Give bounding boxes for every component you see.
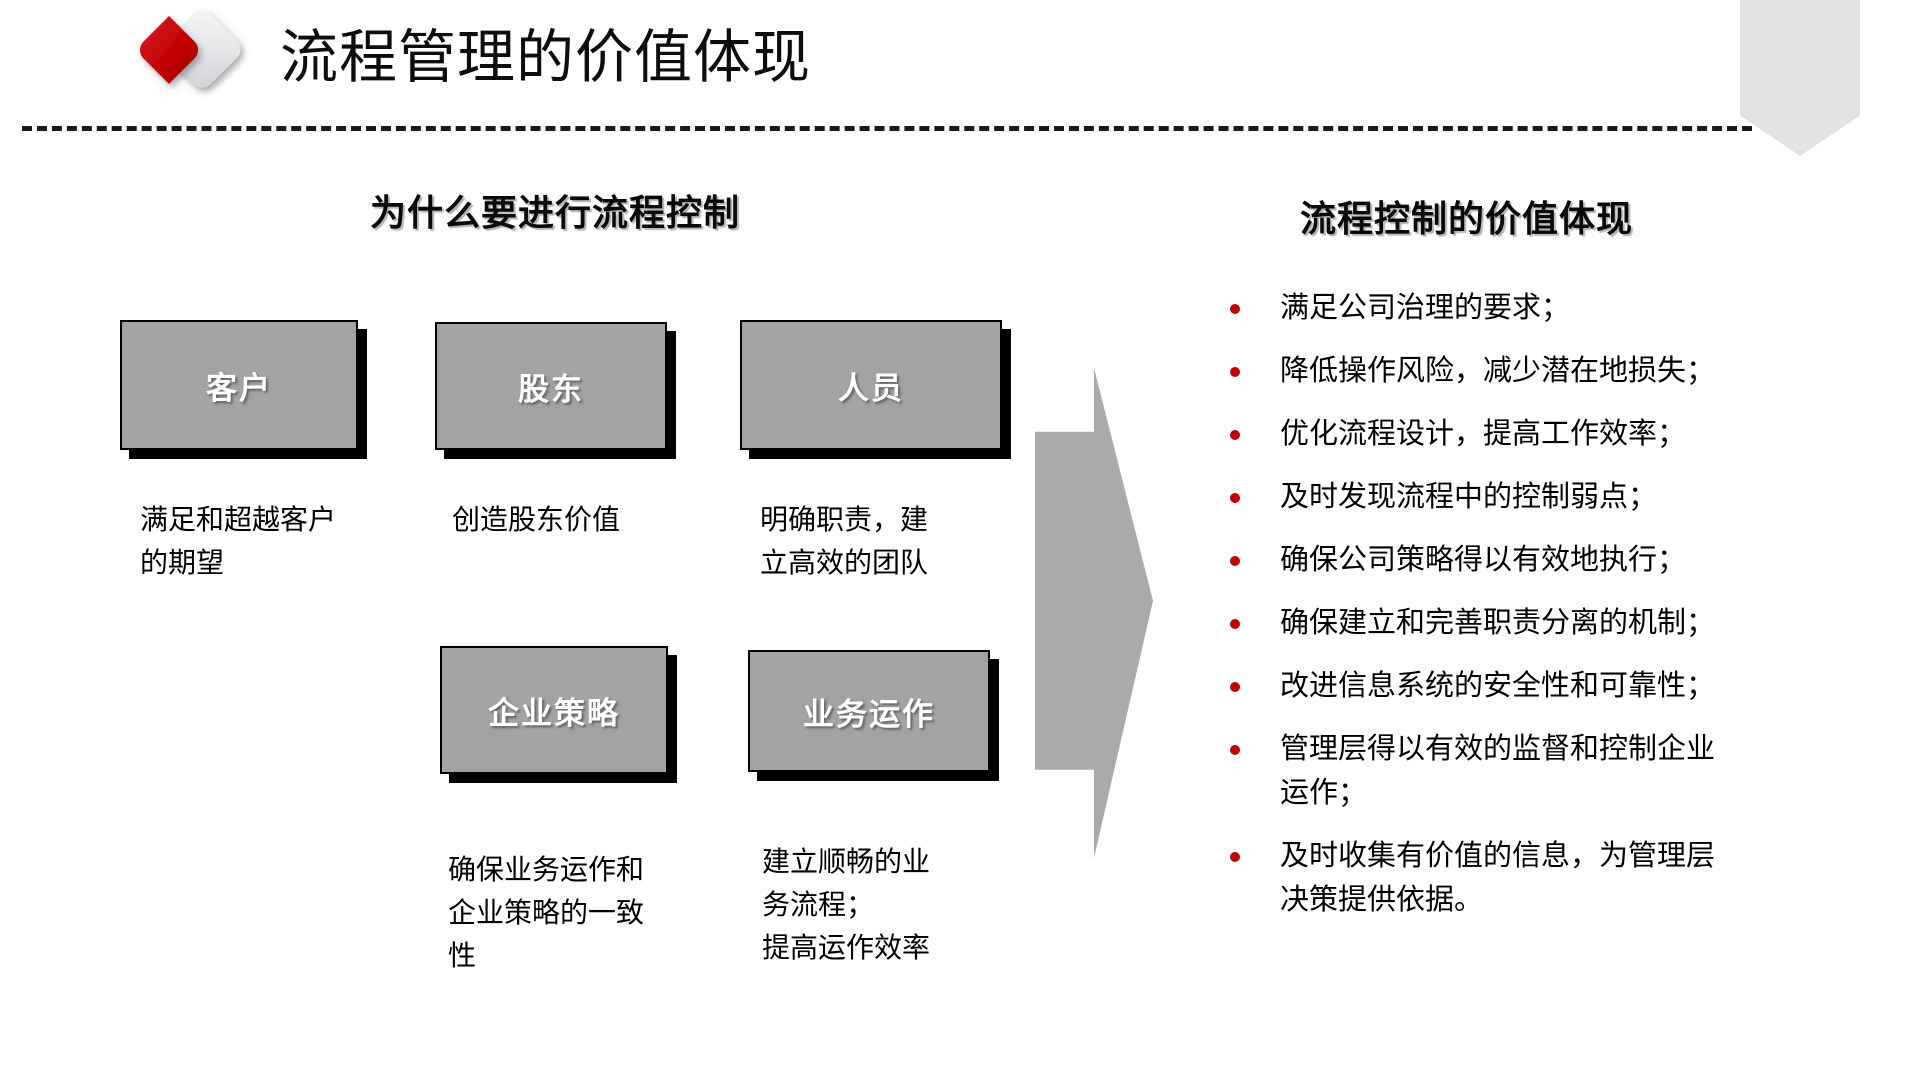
list-item: 降低操作风险，减少潜在地损失； xyxy=(1216,349,1816,393)
stakeholder-box-customer[interactable]: 客户 xyxy=(120,320,358,450)
box-label: 业务运作 xyxy=(803,696,935,732)
right-arrow-icon xyxy=(1035,368,1153,858)
stakeholder-box-operation[interactable]: 业务运作 xyxy=(748,650,990,772)
list-item: 优化流程设计，提高工作效率； xyxy=(1216,412,1816,456)
box-caption-strategy: 确保业务运作和 企业策略的一致 性 xyxy=(448,854,645,971)
box-label: 客户 xyxy=(206,370,272,406)
stakeholder-box-personnel[interactable]: 人员 xyxy=(740,320,1002,450)
box-label: 人员 xyxy=(838,370,904,406)
stakeholder-box-shareholder[interactable]: 股东 xyxy=(435,322,667,450)
box-caption-shareholder: 创造股东价值 xyxy=(452,504,621,535)
box-label: 企业策略 xyxy=(488,695,620,731)
box-caption-personnel: 明确职责，建 立高效的团队 xyxy=(760,504,929,578)
list-item: 及时收集有价值的信息，为管理层 决策提供依据。 xyxy=(1216,834,1816,922)
box-label: 股东 xyxy=(518,371,584,407)
box-caption-operation: 建立顺畅的业 务流程； 提高运作效率 xyxy=(762,846,931,963)
corner-ribbon-icon xyxy=(1740,0,1860,156)
list-item: 满足公司治理的要求； xyxy=(1216,286,1816,330)
page-title: 流程管理的价值体现 xyxy=(280,25,812,90)
value-bullet-list: 满足公司治理的要求； 降低操作风险，减少潜在地损失； 优化流程设计，提高工作效率… xyxy=(1216,286,1816,941)
brand-logo-icon xyxy=(125,8,265,116)
box-caption-customer: 满足和超越客户 的期望 xyxy=(140,504,337,578)
list-item: 及时发现流程中的控制弱点； xyxy=(1216,475,1816,519)
title-divider xyxy=(22,126,1752,131)
left-section-heading: 为什么要进行流程控制 xyxy=(370,192,741,233)
list-item: 改进信息系统的安全性和可靠性； xyxy=(1216,664,1816,708)
list-item: 确保建立和完善职责分离的机制； xyxy=(1216,601,1816,645)
list-item: 管理层得以有效的监督和控制企业 运作； xyxy=(1216,727,1816,815)
list-item: 确保公司策略得以有效地执行； xyxy=(1216,538,1816,582)
stakeholder-box-strategy[interactable]: 企业策略 xyxy=(440,646,668,774)
right-section-heading: 流程控制的价值体现 xyxy=(1300,198,1634,239)
